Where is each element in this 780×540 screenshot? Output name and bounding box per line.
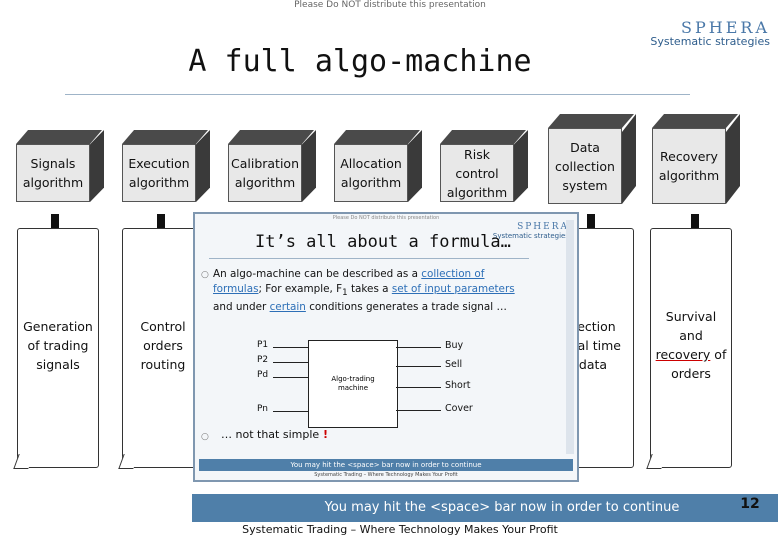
overlay-title-divider xyxy=(209,258,529,259)
recovery-link[interactable]: recovery xyxy=(655,347,711,362)
module-allocation: Allocation algorithm xyxy=(334,130,422,202)
slide-title: A full algo-machine xyxy=(188,44,532,79)
output-cover: Cover xyxy=(445,403,473,414)
output-scroll-recovery: Survival and recovery of orders xyxy=(646,228,732,469)
overlay-logo-sub: Systematic strategies xyxy=(492,232,569,240)
input-pn: Pn xyxy=(257,404,268,414)
continue-hint-text: You may hit the <space> bar now in order… xyxy=(324,500,680,515)
module-signals: Signals algorithm xyxy=(16,130,104,202)
input-line xyxy=(273,411,308,412)
distribution-notice: Please Do NOT distribute this presentati… xyxy=(294,0,486,10)
certain-link[interactable]: certain xyxy=(269,301,306,314)
module-execution: Execution algorithm xyxy=(122,130,210,202)
module-data-collection: Data collection system xyxy=(548,114,636,204)
output-sell: Sell xyxy=(445,359,463,370)
overlay-paragraph: An algo-machine can be described as a co… xyxy=(213,268,515,314)
output-short: Short xyxy=(445,380,471,391)
input-pd: Pd xyxy=(257,370,269,380)
title-divider xyxy=(65,94,690,95)
sphera-logo: SPHERA Systematic strategies xyxy=(640,18,770,48)
module-calibration: Calibration algorithm xyxy=(228,130,316,202)
input-p1: P1 xyxy=(257,340,269,350)
connector-stem xyxy=(157,214,165,228)
input-p2: P2 xyxy=(257,355,269,365)
overlay-scrollbar[interactable] xyxy=(566,220,574,454)
module-risk-control: Risk control algorithm xyxy=(440,130,528,202)
input-line xyxy=(273,362,308,363)
module-label: Recovery algorithm xyxy=(652,128,726,204)
module-label: Allocation algorithm xyxy=(334,144,408,202)
overlay-notice: Please Do NOT distribute this presentati… xyxy=(332,215,440,221)
module-label: Risk control algorithm xyxy=(440,144,514,202)
logo-subtitle: Systematic strategies xyxy=(650,35,770,48)
module-label: Data collection system xyxy=(548,128,622,204)
scroll-curl xyxy=(13,454,34,469)
overlay-logo-word: SPHERA xyxy=(517,222,569,232)
bullet-icon: ○ xyxy=(201,270,209,280)
module-label: Calibration algorithm xyxy=(228,144,302,202)
logo-wordmark: SPHERA xyxy=(681,18,770,37)
overlay-logo: SPHERA Systematic strategies xyxy=(493,222,569,240)
output-buy: Buy xyxy=(445,340,464,351)
output-text: Generation of trading signals xyxy=(23,319,93,372)
scroll-curl xyxy=(118,454,139,469)
output-text: Control orders routing xyxy=(140,319,186,372)
connector-stem xyxy=(51,214,59,228)
input-parameters-link[interactable]: set of input parameters xyxy=(391,282,515,295)
output-text: Survival and recovery of orders xyxy=(655,309,727,381)
module-label: Execution algorithm xyxy=(122,144,196,202)
page-number: 12 xyxy=(740,496,760,512)
module-label: Signals algorithm xyxy=(16,144,90,202)
overlay-title: It’s all about a formula… xyxy=(255,232,511,252)
input-line xyxy=(273,347,308,348)
algo-trading-machine-box: Algo-trading machine xyxy=(308,340,398,428)
overlay-footer: Systematic Trading – Where Technology Ma… xyxy=(314,472,458,478)
output-line xyxy=(396,366,441,367)
overlay-conclusion: … not that simple ! xyxy=(221,428,329,441)
input-line xyxy=(273,377,308,378)
slide-footer: Systematic Trading – Where Technology Ma… xyxy=(242,523,558,536)
bullet-icon: ○ xyxy=(201,432,209,442)
connector-stem xyxy=(691,214,699,228)
module-recovery: Recovery algorithm xyxy=(652,114,740,204)
collection-of-formulas-link[interactable]: collection of formulas xyxy=(213,268,485,295)
output-scroll-signals: Generation of trading signals xyxy=(13,228,99,469)
output-line xyxy=(396,410,441,411)
output-scroll-execution: Control orders routing xyxy=(118,228,204,469)
continue-hint-bar xyxy=(192,494,778,522)
scroll-curl xyxy=(646,454,667,469)
slide-preview-overlay[interactable]: Please Do NOT distribute this presentati… xyxy=(193,212,579,482)
overlay-continue-hint: You may hit the <space> bar now in order… xyxy=(199,459,573,471)
output-line xyxy=(396,347,441,348)
connector-stem xyxy=(587,214,595,228)
output-line xyxy=(396,387,441,388)
